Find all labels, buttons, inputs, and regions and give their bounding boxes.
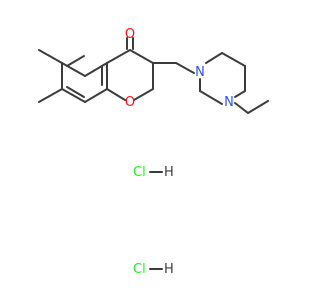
piperazine-ring bbox=[199, 52, 246, 105]
hydrogen-label: H bbox=[164, 262, 174, 277]
bond bbox=[61, 62, 86, 77]
methyl-bond-6 bbox=[38, 49, 63, 64]
bond bbox=[84, 88, 108, 103]
ketone-oxygen-label: O bbox=[125, 27, 135, 42]
n-methyl-bond bbox=[234, 102, 249, 114]
chlorine-label: Cl bbox=[133, 165, 146, 180]
chemical-structure: O O N N Cl H Cl H bbox=[38, 27, 269, 277]
hydrogen-label: H bbox=[164, 165, 174, 180]
bond bbox=[106, 49, 131, 64]
bond bbox=[84, 62, 108, 77]
methyl-bond-7 bbox=[38, 88, 63, 103]
hcl-salt-1: Cl H bbox=[133, 165, 174, 180]
piperazine-n1-label: N bbox=[195, 65, 205, 80]
n-methyl-bond bbox=[247, 100, 269, 114]
bond bbox=[221, 52, 246, 67]
bond bbox=[199, 90, 223, 105]
bond-to-ring-oxygen bbox=[106, 88, 126, 101]
aromatic-double-bond bbox=[66, 55, 85, 67]
bond-to-ring-oxygen bbox=[133, 88, 154, 101]
benzene-ring bbox=[61, 55, 108, 103]
chlorine-label: Cl bbox=[133, 262, 146, 277]
ring-oxygen-label: O bbox=[125, 95, 135, 110]
bond bbox=[234, 90, 246, 98]
pyranone-ring bbox=[106, 49, 154, 101]
aromatic-double-bond bbox=[66, 86, 85, 98]
methylene-n-bond bbox=[175, 62, 195, 74]
bond bbox=[61, 88, 86, 103]
bond bbox=[129, 49, 154, 64]
hcl-salt-2: Cl H bbox=[133, 262, 174, 277]
bond bbox=[205, 52, 223, 64]
piperazine-n4-label: N bbox=[224, 95, 234, 110]
